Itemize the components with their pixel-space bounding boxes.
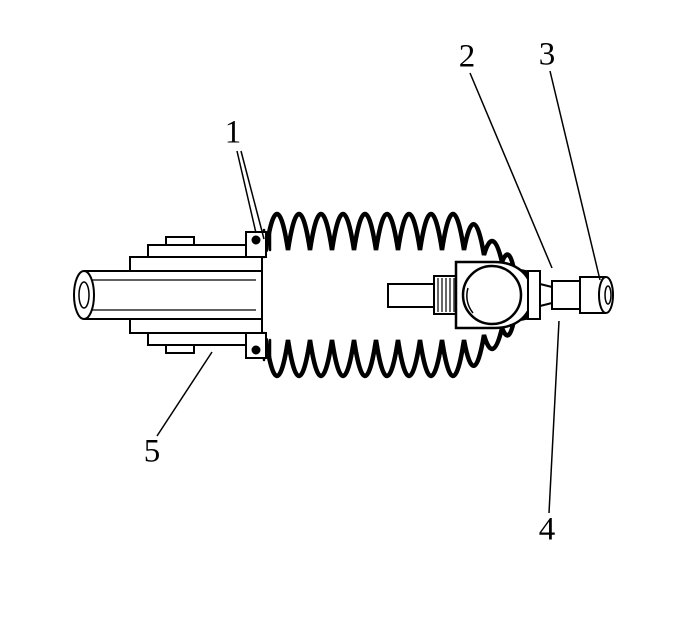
ball-stud — [461, 264, 523, 326]
leader-4 — [548, 320, 560, 514]
boot-wave-bottom — [263, 313, 537, 378]
leader-1a — [236, 150, 257, 234]
callout-label-2: 2 — [458, 38, 476, 75]
tube-bore — [78, 281, 90, 309]
callout-label-1: 1 — [224, 114, 242, 151]
boot-wave-top — [263, 212, 537, 277]
callout-leader-lines — [156, 70, 601, 514]
rack-bar-end — [387, 283, 435, 308]
ball-shading — [466, 287, 474, 314]
leader-5 — [156, 351, 213, 437]
leader-2 — [469, 72, 553, 269]
callout-label-5: 5 — [143, 433, 161, 470]
tip-end-bore — [604, 285, 612, 305]
lower-bracket — [129, 317, 267, 359]
upper-bracket — [129, 231, 267, 273]
tie-rod-shaft — [551, 280, 581, 310]
boot-small-end-rim — [527, 270, 541, 320]
inner-tie-rod-assembly — [387, 260, 614, 330]
clamp-bolt-upper — [251, 235, 261, 245]
leader-3 — [549, 70, 601, 281]
leader-1b — [240, 150, 265, 240]
housing-tube — [84, 270, 263, 320]
tie-rod-neck — [539, 283, 553, 307]
clamp-bolt-lower — [251, 345, 261, 355]
callout-label-3: 3 — [538, 36, 556, 73]
steering-gear-housing — [73, 231, 267, 359]
callout-label-4: 4 — [538, 511, 556, 548]
